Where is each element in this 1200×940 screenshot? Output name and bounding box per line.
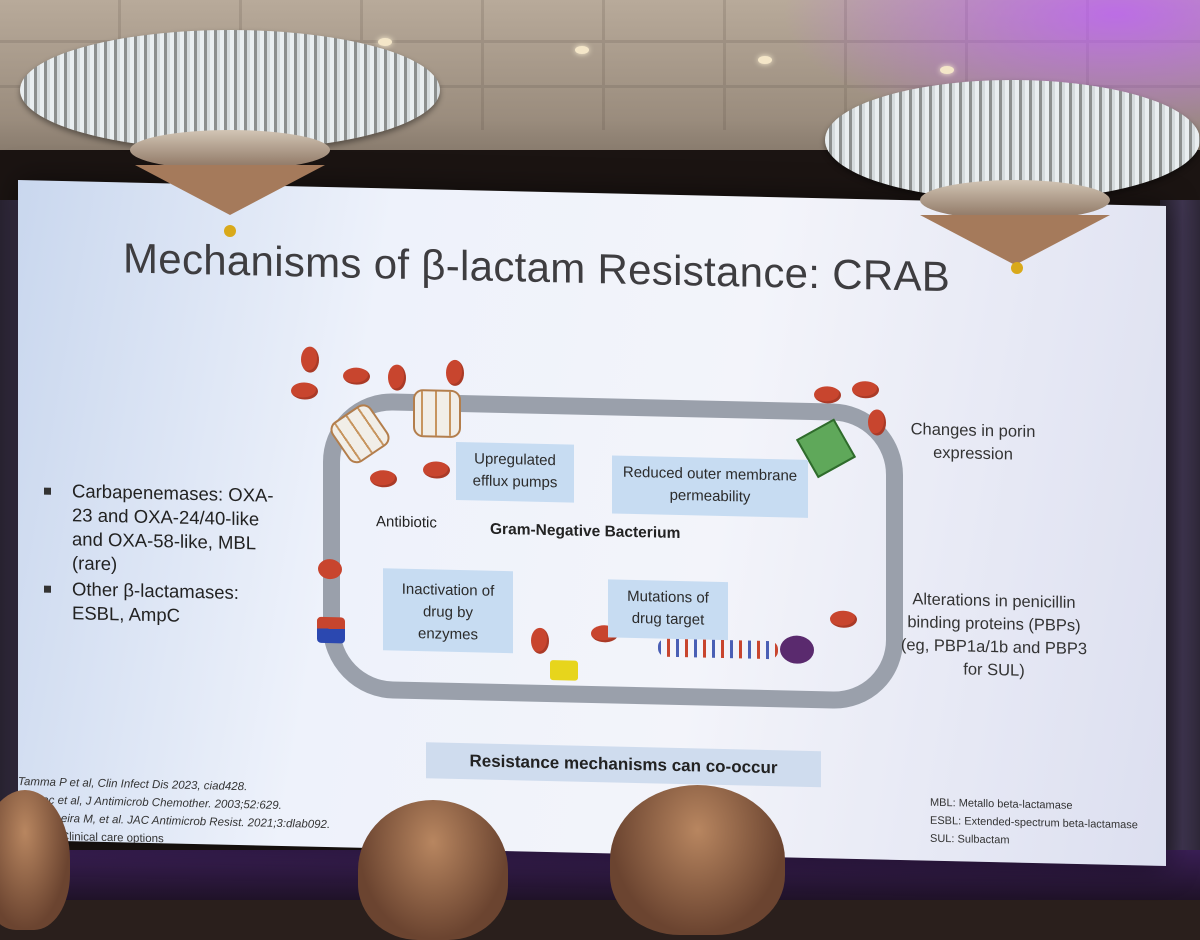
ceiling-lamp bbox=[940, 66, 954, 74]
box-enzyme-inactivation: Inactivation of drug by enzymes bbox=[383, 568, 513, 654]
note-porin: Changes in porin expression bbox=[910, 420, 1036, 464]
audience-head bbox=[610, 785, 785, 935]
ceiling-lamp bbox=[575, 46, 589, 54]
abbr-sul: SUL: Sulbactam bbox=[930, 832, 1010, 847]
callout-co-occur: Resistance mechanisms can co-occur bbox=[426, 742, 821, 788]
box-efflux-pumps: Upregulated efflux pumps bbox=[456, 441, 574, 503]
pbp-protein-icon bbox=[780, 635, 814, 665]
box-target-mutations: Mutations of drug target bbox=[608, 579, 728, 641]
reference-2: Corvec et al, J Antimicrob Chemother. 20… bbox=[18, 794, 282, 812]
abbr-esbl: ESBL: Extended-spectrum beta-lactamase bbox=[930, 814, 1138, 832]
antibiotic-pill-icon bbox=[446, 359, 464, 387]
antibiotic-pill-icon bbox=[423, 461, 450, 479]
reference-1: Tamma P et al, Clin Infect Dis 2023, cia… bbox=[18, 776, 248, 794]
antibiotic-label: Antibiotic bbox=[376, 513, 437, 532]
antibiotic-pill-icon bbox=[830, 610, 857, 629]
abbr-mbl: MBL: Metallo beta-lactamase bbox=[930, 796, 1073, 812]
enzyme-icon bbox=[317, 616, 345, 644]
dna-icon bbox=[658, 638, 778, 660]
ceiling-lamp bbox=[758, 56, 772, 64]
efflux-pump-icon bbox=[413, 388, 461, 439]
bullet-carbapenemases: Carbapenemases: OXA-23 and OXA-24/40-lik… bbox=[44, 479, 294, 581]
chandelier-left bbox=[20, 0, 440, 240]
bullet-list: Carbapenemases: OXA-23 and OXA-24/40-lik… bbox=[44, 479, 294, 633]
enzyme-fragment-icon bbox=[318, 558, 342, 580]
enzyme-yellow-icon bbox=[550, 660, 578, 681]
antibiotic-pill-icon bbox=[301, 346, 319, 373]
audience-head bbox=[358, 800, 508, 940]
note-pbp: Alterations in penicillin binding protei… bbox=[900, 590, 1088, 680]
antibiotic-pill-icon bbox=[343, 367, 370, 385]
bullet-other-lactamases: Other β-lactamases: ESBL, AmpC bbox=[44, 577, 294, 631]
box-membrane-permeability: Reduced outer membrane permeability bbox=[612, 455, 808, 518]
curtain-right bbox=[1160, 200, 1200, 900]
chandelier-right bbox=[825, 60, 1200, 280]
antibiotic-pill-icon bbox=[814, 386, 841, 404]
projection-screen: Mechanisms of β-lactam Resistance: CRAB … bbox=[18, 180, 1166, 867]
antibiotic-pill-icon bbox=[852, 380, 879, 399]
antibiotic-pill-icon bbox=[370, 469, 397, 488]
antibiotic-pill-icon bbox=[388, 364, 406, 391]
antibiotic-pill-icon bbox=[531, 627, 549, 655]
ceiling-lamp bbox=[378, 38, 392, 46]
antibiotic-pill-icon bbox=[868, 409, 886, 436]
antibiotic-pill-icon bbox=[291, 382, 318, 400]
